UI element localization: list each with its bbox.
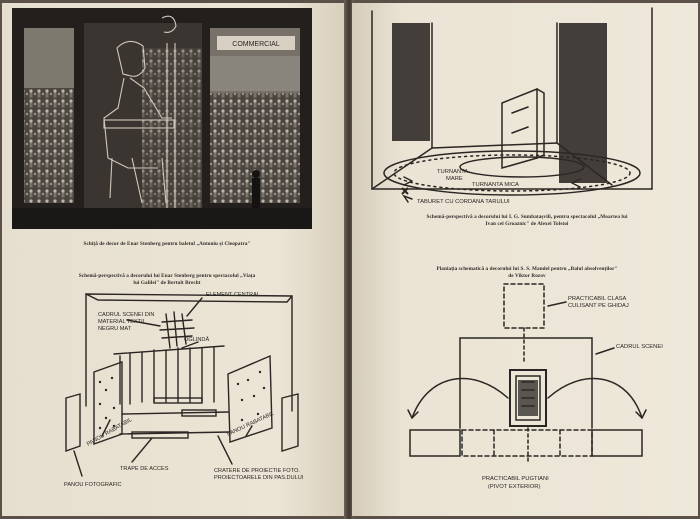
label-cadrul-1: CADRUL SCENEI DIN (98, 312, 154, 318)
photo-caption: Schiță de decor de Enar Stenberg pentru … (83, 241, 251, 247)
label-panou-fotografic: PANOU FOTOGRAFIC (64, 482, 122, 488)
label-element-central: ELEMENT CENTRAL (206, 292, 260, 298)
label-oglinda: OGLINDĂ (184, 336, 209, 343)
label-practicabil-pugtiani-2: (PIVOT EXTERIOR) (488, 484, 540, 490)
sketch-caption-line2: lui Galilei" de Bertolt Brecht (133, 280, 201, 286)
plan-view-sketch: PRACTICABIL CLASA CULISANT PE GHIDAJ CAD… (407, 283, 663, 490)
label-taburet: TABURET CU CORDANA TARULUI (417, 199, 510, 205)
stage-photo-drawing: COMMERCIAL (12, 8, 312, 229)
label-turnanta-mare-2: MARE (446, 176, 463, 182)
label-panou-rabatabil-right: PANOU RABATABIL (226, 411, 275, 438)
label-cratere-1: CRATERE DE PROIECTIE FOTO. (214, 468, 300, 474)
label-trape: TRAPE DE ACCES (120, 466, 169, 472)
label-practicabil-pugtiani-1: PRACTICABIL PUGTIANI (482, 476, 549, 482)
label-cadrul-2: MATERIAL TEXTIL (98, 319, 146, 325)
label-cadrul-scenei: CADRUL SCENEI (616, 344, 663, 350)
label-turnanta-mare-1: TURNANTA (437, 169, 468, 175)
label-turnanta-mica: TURNANTA MICA (472, 182, 519, 188)
right-page: TURNANTA MARE TURNANTA MICA TABURET CU C… (352, 3, 698, 516)
photo-sign-text: COMMERCIAL (232, 41, 280, 48)
sketch-caption-line1: Schemă-perspectivă a decorului lui Enar … (78, 273, 256, 279)
stage-perspective-sketch: ELEMENT CENTRAL CADRUL SCENEI DIN MATERI… (64, 292, 304, 488)
left-page: COMMERCIAL Schiță de decor de Enar Stenb… (2, 3, 346, 516)
label-cratere-2: PROIECTOARELE DIN PAS.DULUI (214, 475, 304, 481)
sketch1-caption-line1: Schemă-perspectivă a decorului lui I. G.… (426, 214, 628, 220)
label-practicabil-clasa-1: PRACTICABIL CLASA (568, 296, 627, 302)
sketch2-caption-line2: de Viktor Rozov (508, 273, 546, 279)
label-practicabil-clasa-2: CULISANT PE GHIDAJ (568, 303, 629, 309)
sketch2-caption-line1: Planiația schematică a decorului lui S. … (436, 266, 618, 272)
book-gutter (344, 0, 354, 519)
stage-photo: COMMERCIAL (12, 8, 312, 229)
sketch1-caption-line2: Ivan cel Groaznic" de Alexei Tolstoi (485, 221, 569, 227)
turntable-perspective-sketch: TURNANTA MARE TURNANTA MICA TABURET CU C… (371, 7, 653, 205)
label-cadrul-3: NEGRU MAT (98, 326, 132, 332)
